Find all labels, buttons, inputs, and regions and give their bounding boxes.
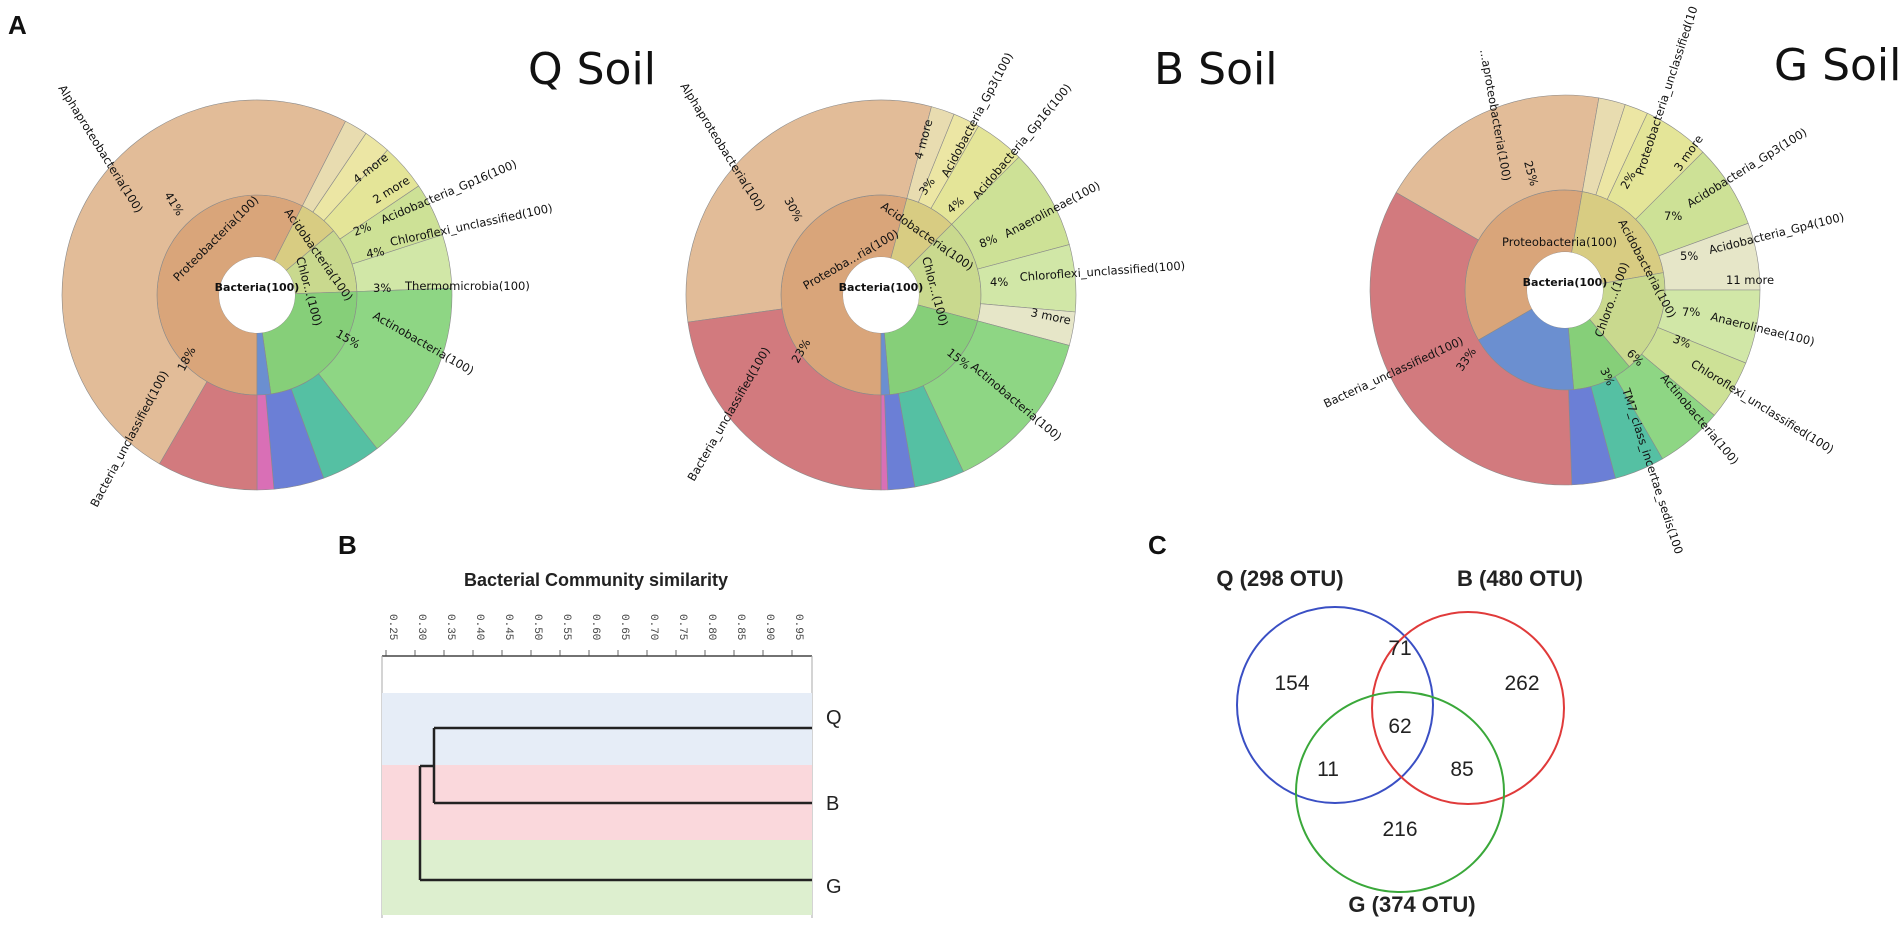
krona-title-g: G Soil bbox=[1774, 40, 1902, 91]
krona-chart-b: Bacteria(100) Alphaproteobacteria(100) 4… bbox=[677, 50, 1186, 491]
krona-wedge bbox=[159, 381, 258, 491]
percent-label: 5% bbox=[1680, 249, 1698, 263]
venn-set-title-b: B (480 OTU) bbox=[1457, 566, 1583, 591]
venn-circle-g bbox=[1295, 691, 1505, 893]
axis-tick-label: 0.60 bbox=[589, 614, 601, 640]
krona-center-hole bbox=[1527, 252, 1603, 328]
axis-tick-label: 0.40 bbox=[473, 614, 485, 640]
krona-wedge bbox=[687, 308, 882, 491]
venn-region-b-only: 262 bbox=[1504, 672, 1539, 695]
leaf-label-q: Q bbox=[826, 707, 842, 729]
krona-title-b: B Soil bbox=[1154, 44, 1278, 95]
axis-tick-label: 0.95 bbox=[792, 614, 804, 640]
venn-set-title-g: G (374 OTU) bbox=[1348, 892, 1475, 917]
outer-label: 11 more bbox=[1726, 273, 1774, 287]
krona-wedge bbox=[61, 99, 346, 465]
axis-tick-label: 0.65 bbox=[618, 614, 630, 640]
axis-tick-label: 0.80 bbox=[705, 614, 717, 640]
percent-label: 7% bbox=[1682, 305, 1700, 319]
venn-region-g-only: 216 bbox=[1382, 818, 1417, 841]
axis-tick-label: 0.85 bbox=[734, 614, 746, 640]
krona-center-label: Bacteria(100) bbox=[839, 281, 924, 294]
krona-wedge bbox=[1395, 94, 1600, 241]
venn-circle-b bbox=[1371, 611, 1565, 805]
venn-set-title-q: Q (298 OTU) bbox=[1216, 566, 1343, 591]
percent-label: 4% bbox=[365, 244, 385, 261]
percent-label: 2% bbox=[351, 219, 373, 238]
krona-chart-g: Bacteria(100) ...aproteobacteria(100) Pr… bbox=[1321, 4, 1845, 555]
leaf-label-b: B bbox=[826, 793, 839, 815]
venn-region-q-only: 154 bbox=[1274, 672, 1309, 695]
axis-tick-label: 0.35 bbox=[444, 614, 456, 640]
percent-label: 25% bbox=[1521, 159, 1541, 187]
panel-a-label: A bbox=[8, 10, 27, 40]
krona-title-q: Q Soil bbox=[528, 44, 656, 95]
axis-tick-label: 0.50 bbox=[531, 614, 543, 640]
dendrogram-title: Bacterial Community similarity bbox=[464, 570, 728, 590]
percent-label: 8% bbox=[977, 231, 999, 250]
axis-tick-label: 0.75 bbox=[676, 614, 688, 640]
venn-diagram: Q (298 OTU) B (480 OTU) G (374 OTU) 154 … bbox=[1216, 566, 1583, 917]
venn-region-bg: 85 bbox=[1450, 758, 1473, 781]
venn-region-qbg: 62 bbox=[1388, 715, 1411, 738]
band-g bbox=[382, 840, 812, 915]
krona-center-hole bbox=[219, 257, 295, 333]
percent-label: 7% bbox=[1664, 209, 1682, 223]
panel-b-label: B bbox=[338, 530, 357, 560]
krona-wedge bbox=[1369, 192, 1573, 486]
krona-chart-q: Bacteria(100) Alphaproteobacteria(100) 4… bbox=[55, 82, 553, 509]
leaf-label-g: G bbox=[826, 876, 842, 898]
panel-c-label: C bbox=[1148, 530, 1167, 560]
inner-label: Proteobacteria(100) bbox=[1502, 235, 1617, 249]
percent-label: 4% bbox=[990, 275, 1008, 289]
outer-label: Thermomicrobia(100) bbox=[404, 279, 530, 293]
krona-center-hole bbox=[843, 257, 919, 333]
venn-region-qb: 71 bbox=[1388, 637, 1411, 660]
venn-region-qg: 11 bbox=[1317, 758, 1339, 781]
percent-label: 3% bbox=[1671, 332, 1693, 351]
krona-wedge bbox=[685, 99, 932, 323]
axis-tick-label: 0.45 bbox=[502, 614, 514, 640]
axis-tick-label: 0.25 bbox=[386, 614, 398, 640]
krona-center-label: Bacteria(100) bbox=[1523, 276, 1608, 289]
dendrogram-branches bbox=[418, 726, 812, 882]
venn-circle-q bbox=[1236, 606, 1434, 804]
axis-tick-label: 0.30 bbox=[415, 614, 427, 640]
axis-tick-label: 0.55 bbox=[560, 614, 572, 640]
dendrogram-axis: 0.25 0.30 0.35 0.40 0.45 0.50 0.55 0.60 0.65 0.70… bbox=[385, 614, 804, 656]
axis-tick-label: 0.70 bbox=[647, 614, 659, 640]
percent-label: 3% bbox=[373, 281, 391, 295]
krona-center-label: Bacteria(100) bbox=[215, 281, 300, 294]
axis-tick-label: 0.90 bbox=[763, 614, 775, 640]
